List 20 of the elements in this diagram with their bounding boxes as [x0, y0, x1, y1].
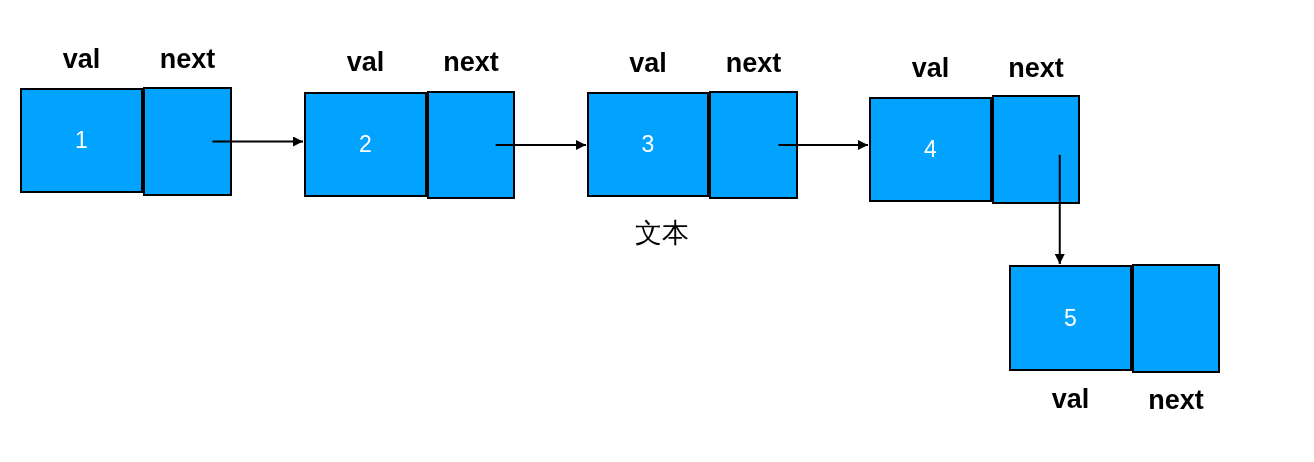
value-box: 5: [1009, 265, 1132, 371]
field-label: val: [346, 46, 385, 78]
field-label: next: [1148, 384, 1204, 416]
arrow: [777, 140, 869, 150]
value-box: 2: [304, 92, 427, 197]
field-label: val: [629, 47, 667, 79]
field-label: val: [911, 52, 950, 84]
arrow: [1054, 153, 1065, 265]
field-label: val: [62, 43, 101, 75]
field-label: next: [159, 43, 216, 75]
field-label: next: [725, 47, 782, 79]
arrow: [211, 136, 304, 147]
field-label: val: [1051, 383, 1090, 415]
value-box: 4: [869, 97, 992, 202]
field-label: next: [1008, 52, 1064, 84]
value-box: 3: [587, 92, 709, 197]
arrow: [494, 140, 587, 150]
field-label: next: [443, 46, 499, 78]
caption-text: 文本: [635, 217, 689, 249]
value-box: 1: [20, 88, 143, 193]
